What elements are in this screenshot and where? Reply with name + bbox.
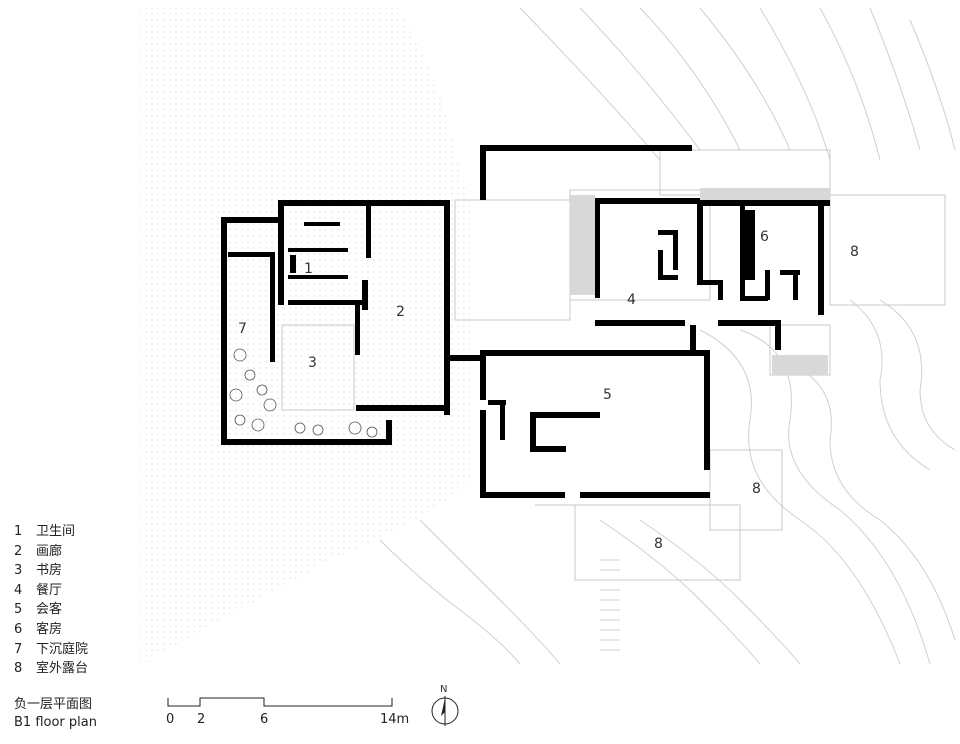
room-label-7: 7 [238,321,247,337]
room-label-1: 1 [304,261,313,277]
scale-tick-0: 0 [166,712,175,727]
plan-title-en: B1 floor plan [14,715,97,730]
room-label-3: 3 [308,355,317,371]
room-label-8-south: 8 [654,536,663,552]
contour-lines [379,7,956,665]
stair-lines [600,559,620,651]
scale-tick-6: 6 [260,712,269,727]
room-label-4: 4 [627,292,636,308]
scale-tick-2: 2 [197,712,206,727]
plan-title: 负一层平面图 B1 floor plan [14,696,97,732]
room-label-2: 2 [396,304,405,320]
room-label-8-east: 8 [850,244,859,260]
walls [221,145,830,498]
courtyard-plants [229,348,378,438]
room-label-5: 5 [603,387,612,403]
hatched-bands [570,188,830,375]
north-label: N [440,684,447,695]
scale-bar [167,697,393,707]
ground-area [140,8,470,665]
north-arrow-icon [431,696,459,726]
room-label-8-south-east: 8 [752,481,761,497]
scale-tick-14m: 14m [380,712,410,727]
plan-title-cn: 负一层平面图 [14,697,93,712]
room-label-6: 6 [760,229,769,245]
